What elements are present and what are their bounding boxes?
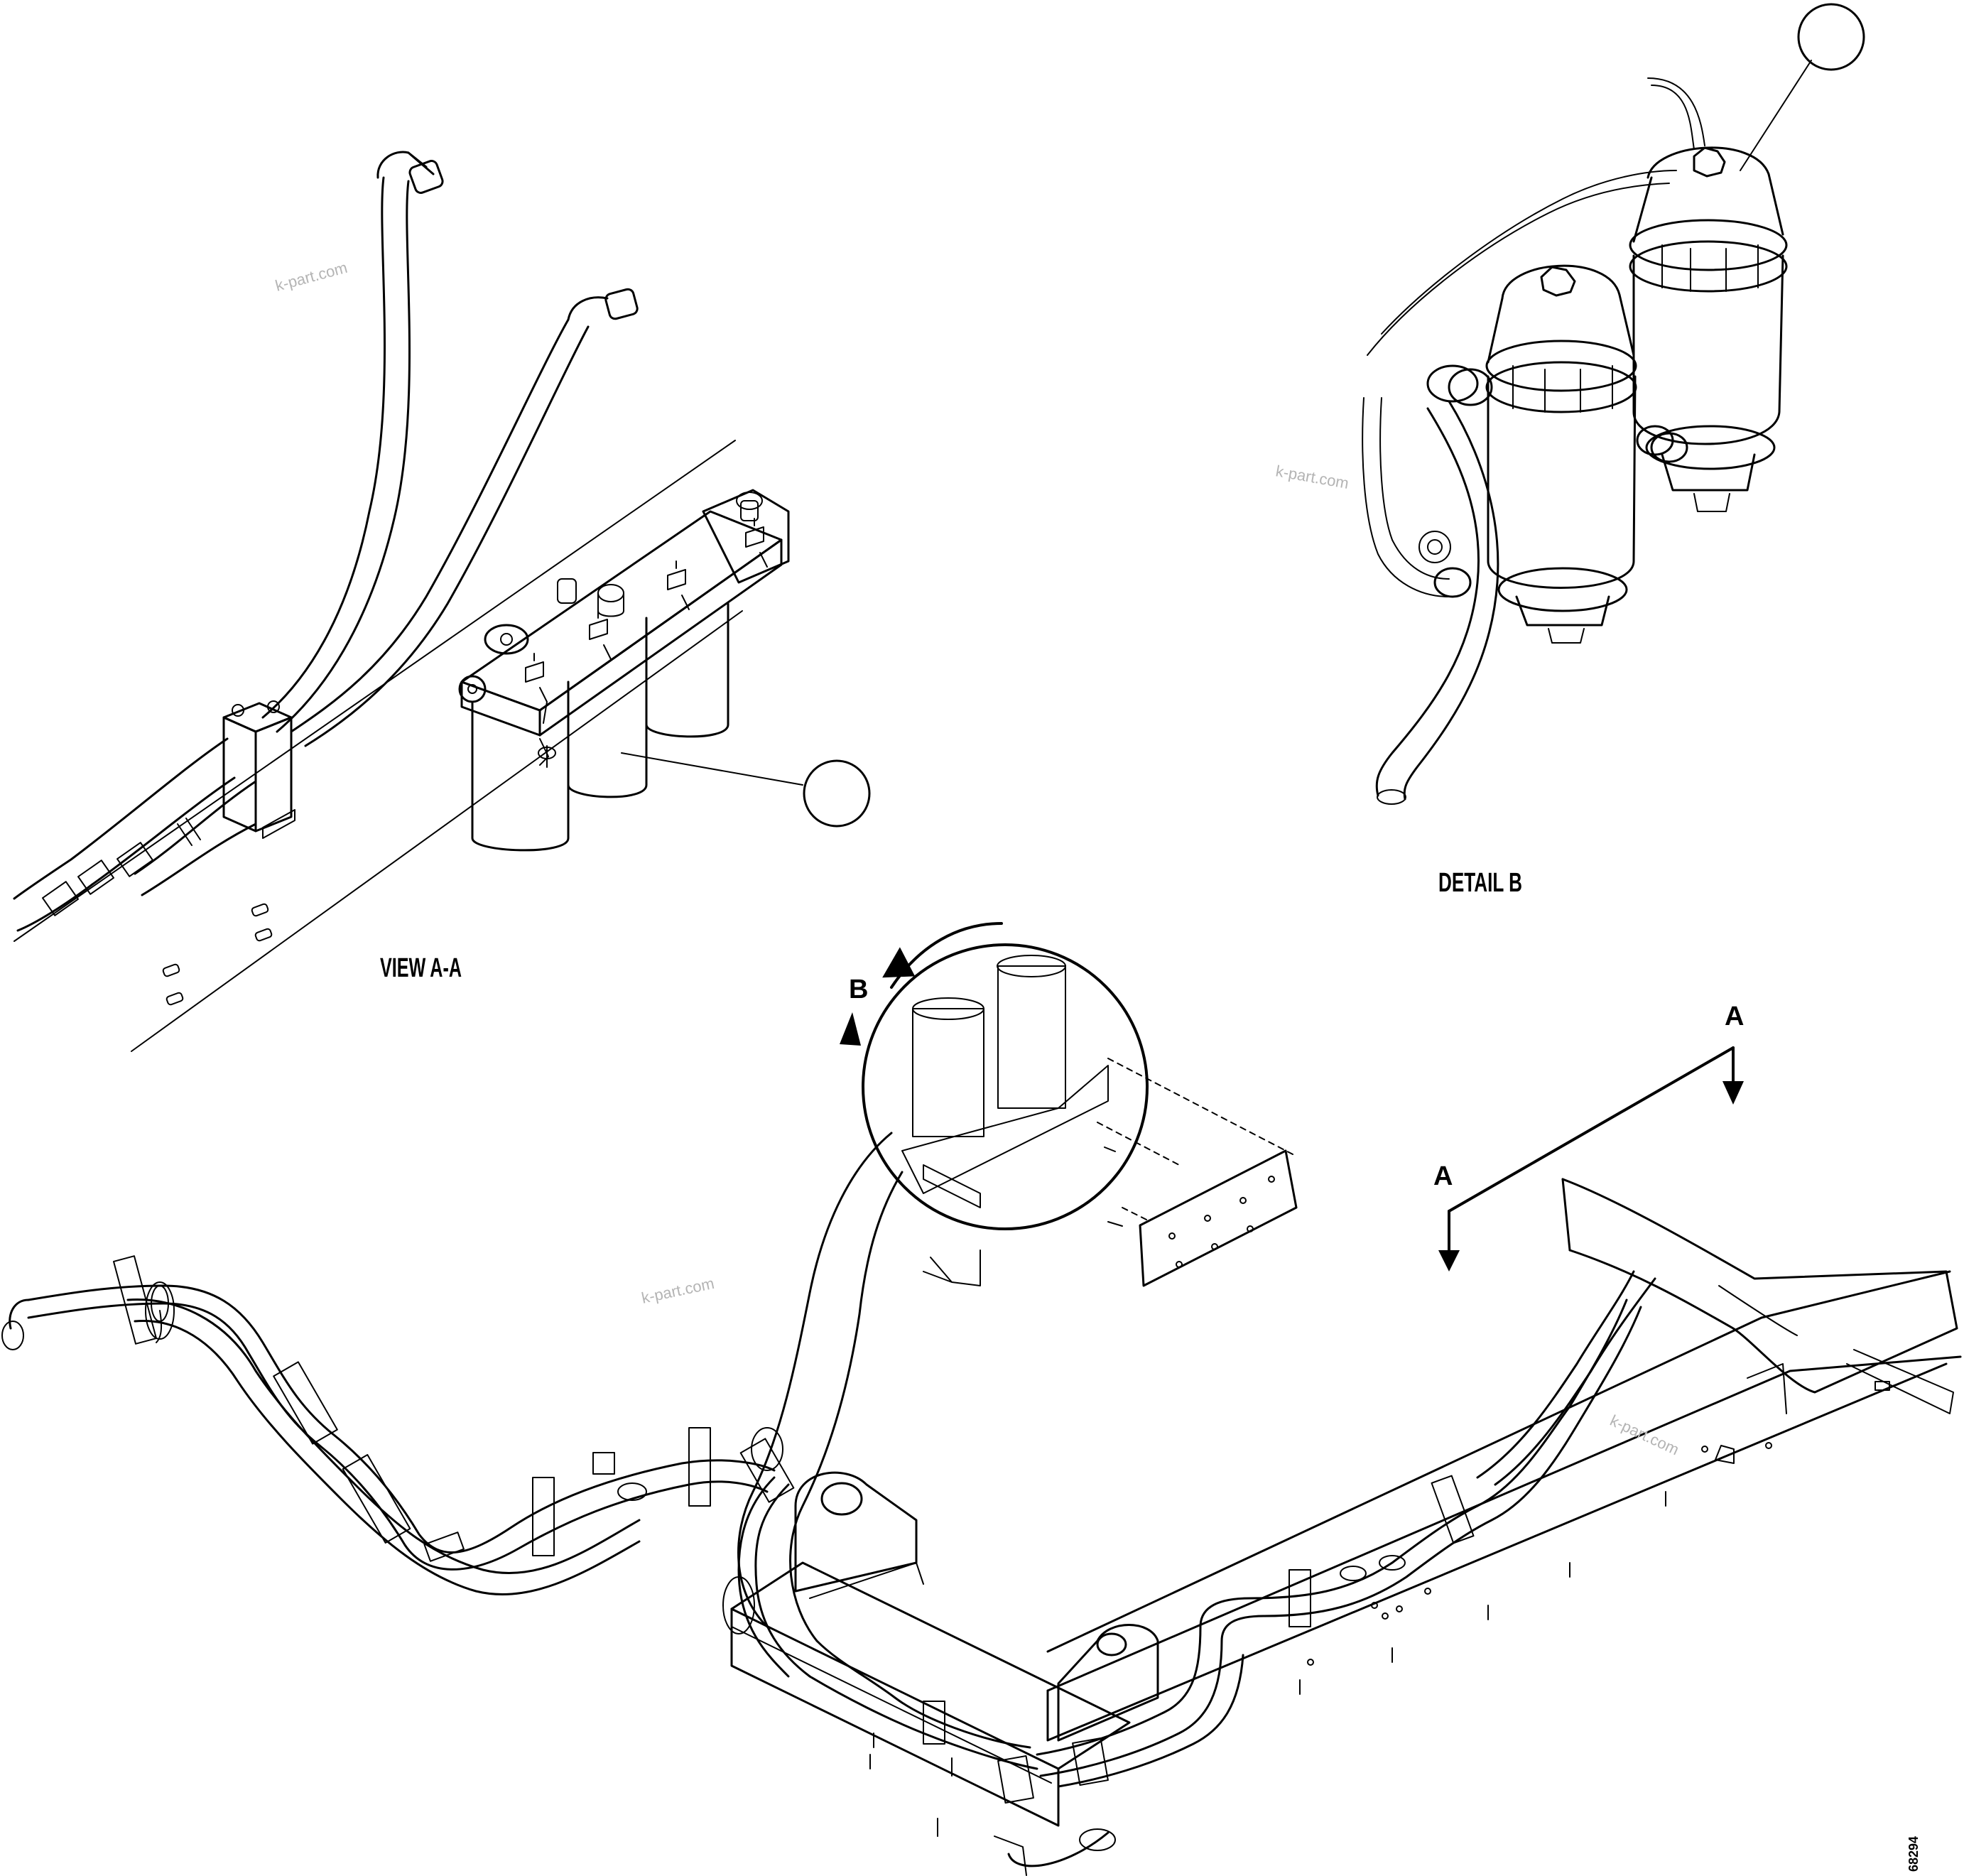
detail-b-circle: B <box>840 922 1149 1230</box>
view-aa-filter-callout <box>621 752 871 828</box>
filter-manifold-assembly <box>458 489 790 852</box>
main-hose-run-right <box>869 1270 1772 1837</box>
hose-upper-right <box>290 288 639 747</box>
mounting-plate <box>1097 1058 1298 1287</box>
detail-b-filter-callout <box>1740 3 1865 171</box>
detail-b-filter-canister-left <box>1485 264 1637 644</box>
frame-rail <box>730 1178 1962 1876</box>
detail-b-marker-label: B <box>849 975 868 1004</box>
loose-bolts <box>162 903 273 1006</box>
hoses-lower-left <box>13 737 257 932</box>
small-bracket <box>923 1249 981 1286</box>
detail-b-illustration: DETAIL B <box>1362 3 1865 898</box>
watermark: k-part.com <box>640 1274 716 1307</box>
main-frame-assembly: B <box>1 922 1962 1876</box>
detail-b-hose <box>1375 400 1499 805</box>
hose-upper-left <box>261 151 444 733</box>
detail-b-filter-canister-right <box>1629 146 1788 512</box>
watermark: k-part.com <box>273 259 349 295</box>
section-a-left-label: A <box>1433 1161 1453 1191</box>
drawing-number: 68294 <box>1906 1836 1921 1872</box>
main-hose-run-left <box>1 1255 795 1595</box>
watermark: k-part.com <box>1607 1411 1682 1459</box>
detail-b-label: DETAIL B <box>1438 868 1522 898</box>
view-aa-illustration: VIEW A-A <box>13 151 871 1052</box>
watermark: k-part.com <box>1274 462 1350 492</box>
view-aa-label: VIEW A-A <box>380 953 462 983</box>
section-a-right-label: A <box>1725 1002 1744 1031</box>
detail-b-fittings <box>1418 364 1688 598</box>
section-a-a-indicator: A A <box>1433 1002 1744 1272</box>
hose-clamp-block <box>222 700 295 839</box>
